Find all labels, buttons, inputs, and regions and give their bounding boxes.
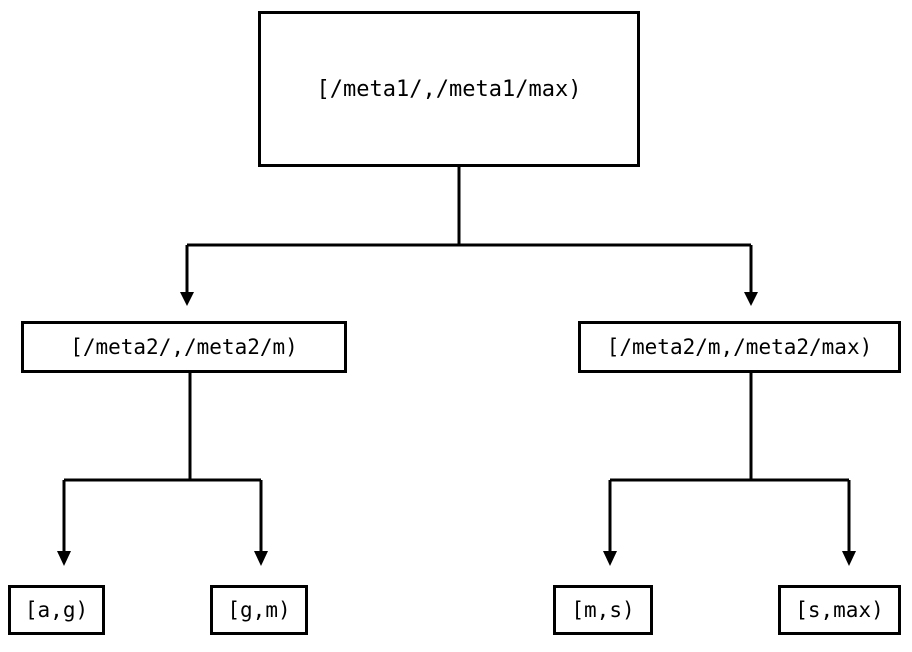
arrowhead-to-leaf-smax — [842, 551, 856, 566]
tree-node-leaf-a-g: [a,g) — [8, 585, 105, 635]
arrowhead-to-leaf-gm — [254, 551, 268, 566]
arrowhead-to-mid-right — [744, 292, 758, 306]
tree-node-leaf-s-max: [s,max) — [778, 585, 901, 635]
arrowhead-to-leaf-ms — [603, 551, 617, 566]
tree-node-mid-left: [/meta2/,/meta2/m) — [21, 321, 347, 373]
tree-node-leaf-g-m: [g,m) — [210, 585, 308, 635]
arrowhead-to-leaf-ag — [57, 551, 71, 566]
tree-node-mid-right: [/meta2/m,/meta2/max) — [578, 321, 901, 373]
tree-node-leaf-m-s: [m,s) — [553, 585, 653, 635]
arrowhead-to-mid-left — [180, 292, 194, 306]
tree-node-root: [/meta1/,/meta1/max) — [258, 11, 640, 167]
